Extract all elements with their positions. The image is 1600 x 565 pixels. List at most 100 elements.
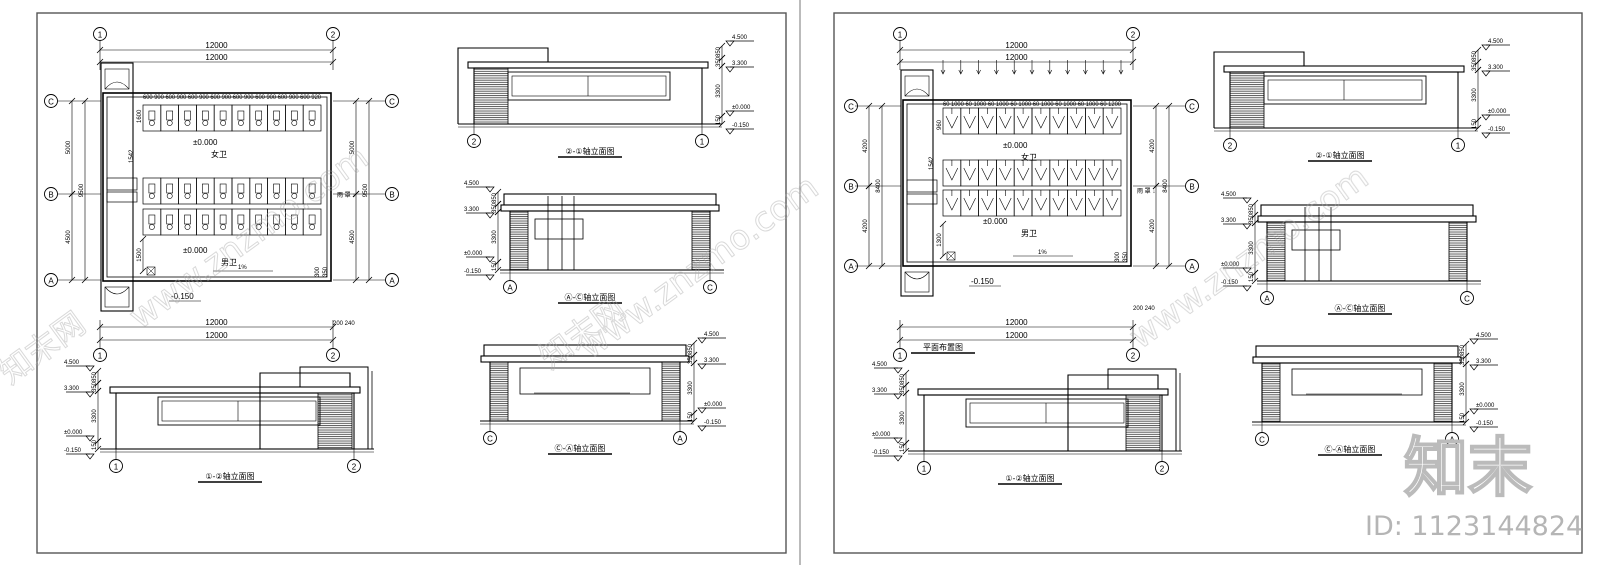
level-value: ±0.000 [1488, 109, 1507, 115]
dim-value: 12000 [1005, 318, 1028, 327]
dim-value: 850 [92, 371, 98, 382]
entry-door-top [904, 75, 930, 97]
dim-value: 850 [1249, 203, 1255, 214]
level-value: ±0.000 [732, 105, 751, 111]
drain-cross [946, 251, 956, 261]
dim-tick [878, 102, 886, 110]
toilet-bowl [220, 224, 226, 230]
axis-circle [44, 187, 58, 201]
dim-value: 4500 [350, 230, 356, 244]
dim-350: 350 [1460, 352, 1470, 368]
dim-tick [1165, 102, 1173, 110]
axis-circle [109, 459, 123, 473]
level-value: -0.150 [1221, 280, 1239, 286]
axis-label: 2 [331, 31, 336, 40]
axis-bubble-row-B: B [44, 187, 58, 201]
level-value: ±0.000 [872, 432, 891, 438]
stall-row-2 [942, 159, 1122, 187]
dim-left-lower: 4200 [863, 182, 873, 270]
level-triangle [697, 363, 707, 370]
axis-label: 1 [98, 31, 103, 40]
level-value: -0.150 [1476, 421, 1494, 427]
stair-tower [1213, 51, 1305, 128]
toilet-fixture [148, 214, 156, 225]
dim-tick [139, 267, 147, 275]
dim-value: 12000 [205, 53, 228, 62]
dim-value: 850 [716, 46, 722, 57]
dim-small-top: 960 [937, 119, 943, 130]
room-women: 女卫 [1021, 152, 1037, 162]
caption-text: ①-②轴立面图 [1005, 473, 1054, 483]
toilet-bowl [255, 120, 262, 126]
wash-counter [906, 179, 938, 193]
toilet-bowl [148, 193, 155, 199]
dim-value: 3300 [1472, 88, 1478, 102]
hatched-wing [1125, 394, 1161, 452]
dim-tick [1129, 58, 1137, 66]
dim-350: 350 [688, 351, 698, 367]
toilet-bowl [148, 224, 155, 230]
dim-tick [896, 323, 904, 331]
caption-text: Ⓒ-Ⓐ轴立面图 [1325, 444, 1376, 454]
stall [178, 177, 197, 205]
axis-label: 2 [472, 138, 477, 147]
stall [196, 104, 215, 132]
dim-value: 3300 [1249, 241, 1255, 255]
dim-tick [94, 387, 102, 395]
level-triangle [697, 407, 707, 414]
elevation-caption: Ⓐ-Ⓒ轴立面图 [558, 292, 622, 304]
dim-tick [939, 252, 947, 260]
dim-arrow [1011, 69, 1017, 75]
toilet-fixture [148, 183, 156, 194]
axis-bubble-col-1-bottom: 1 [893, 348, 907, 362]
level-top: 4.500 [64, 360, 95, 372]
stall [213, 104, 233, 132]
toilet-fixture [237, 110, 245, 121]
level-value: -0.150 [1488, 127, 1506, 133]
stall [213, 177, 233, 205]
slope-note: 1% [1038, 250, 1047, 256]
dim-tick [1251, 199, 1259, 207]
dim-value: 12000 [205, 331, 228, 340]
axis-label: A [1264, 295, 1270, 304]
level-triangle [725, 40, 735, 47]
door-swing-fixture [1105, 167, 1119, 181]
toilet-bowl [309, 120, 315, 126]
dim-arrow [1047, 69, 1053, 75]
toilet-bowl [309, 193, 315, 199]
dim-value: 150 [900, 441, 906, 452]
axis-bubble-col-1: 1 [93, 27, 107, 41]
axis-label: 2 [352, 463, 357, 472]
level-value: 4.500 [1221, 192, 1237, 198]
stall [178, 104, 197, 132]
door-swing-fixture [1070, 115, 1083, 129]
dim-wc: 1300 [937, 220, 947, 260]
toilet-fixture [308, 110, 316, 121]
axis-label: 2 [1131, 352, 1136, 361]
axis-label: A [848, 263, 854, 272]
level-roof: 3.300 [1221, 218, 1252, 230]
sheet-frame-left [36, 12, 787, 554]
dim-150: 150 [92, 437, 102, 453]
dim-arrow [1029, 69, 1035, 75]
toilet-bowl [202, 120, 209, 126]
axis-label: A [389, 277, 395, 286]
level-value: 4.500 [872, 362, 888, 368]
dim-small-top: 1600 [137, 109, 143, 123]
dim-tick [1129, 46, 1137, 54]
axis-circle [44, 273, 58, 287]
dim-tick [690, 409, 698, 417]
toilet-fixture [255, 110, 262, 121]
dim-350: 350 [492, 200, 502, 216]
door-swing-fixture [981, 115, 994, 129]
axis-label: 1 [922, 465, 927, 474]
toilet-bowl [291, 224, 298, 230]
toilet-fixture [202, 214, 209, 225]
dim-bottom-axis: 12000 [896, 318, 1137, 331]
dim-value: 3300 [492, 230, 498, 244]
dim-tick [329, 336, 337, 344]
dim-top-axis: 12000 [96, 53, 337, 66]
door-swing-fixture [1052, 197, 1065, 211]
